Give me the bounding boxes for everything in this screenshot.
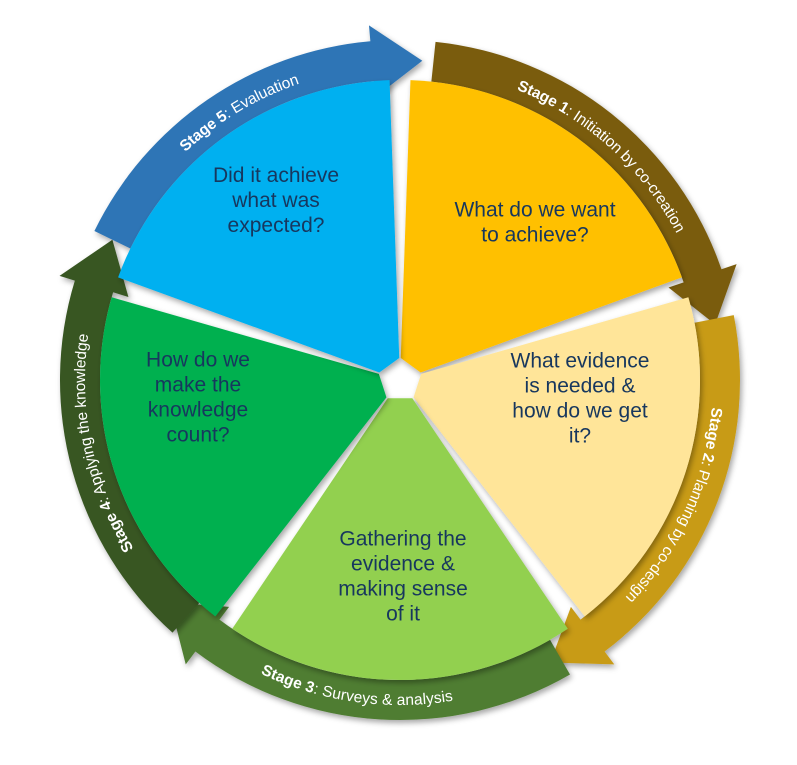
stage-2-question-line: it? <box>569 425 591 448</box>
stage-1-segment <box>400 80 682 373</box>
stage-3-question-line: Gathering the <box>339 528 466 551</box>
stage-2-question-line: how do we get <box>512 400 648 423</box>
stage-5-question-line: expected? <box>228 214 325 237</box>
stage-2-segment <box>413 297 700 617</box>
stage-5-segment <box>118 80 400 373</box>
stage-3-arrow <box>169 602 570 721</box>
stage-1-question-line: to achieve? <box>481 224 588 247</box>
stage-4-question-line: knowledge <box>148 399 248 422</box>
stage-3-question-line: making sense <box>338 578 468 601</box>
stage-2-arrow <box>550 315 740 665</box>
stage-4-question-line: count? <box>166 424 229 447</box>
stage-4-question-line: How do we <box>146 349 250 372</box>
stage-4-question-line: make the <box>155 374 241 397</box>
stage-2-question-line: is needed & <box>525 375 636 398</box>
stage-1-question-line: What do we want <box>454 199 615 222</box>
stage-5-question-line: Did it achieve <box>213 164 339 187</box>
stage-1-arrow <box>431 41 737 325</box>
stage-3-question-line: evidence & <box>351 553 455 576</box>
stage-2-question-line: What evidence <box>511 350 650 373</box>
stage-5-arrow <box>94 25 423 249</box>
stage-3-segment <box>232 398 568 680</box>
stage-4-segment <box>99 297 387 617</box>
stage-3-question-line: of it <box>386 603 420 626</box>
stage-4-arrow <box>59 239 200 633</box>
stage-5-question-line: what was <box>231 189 320 212</box>
